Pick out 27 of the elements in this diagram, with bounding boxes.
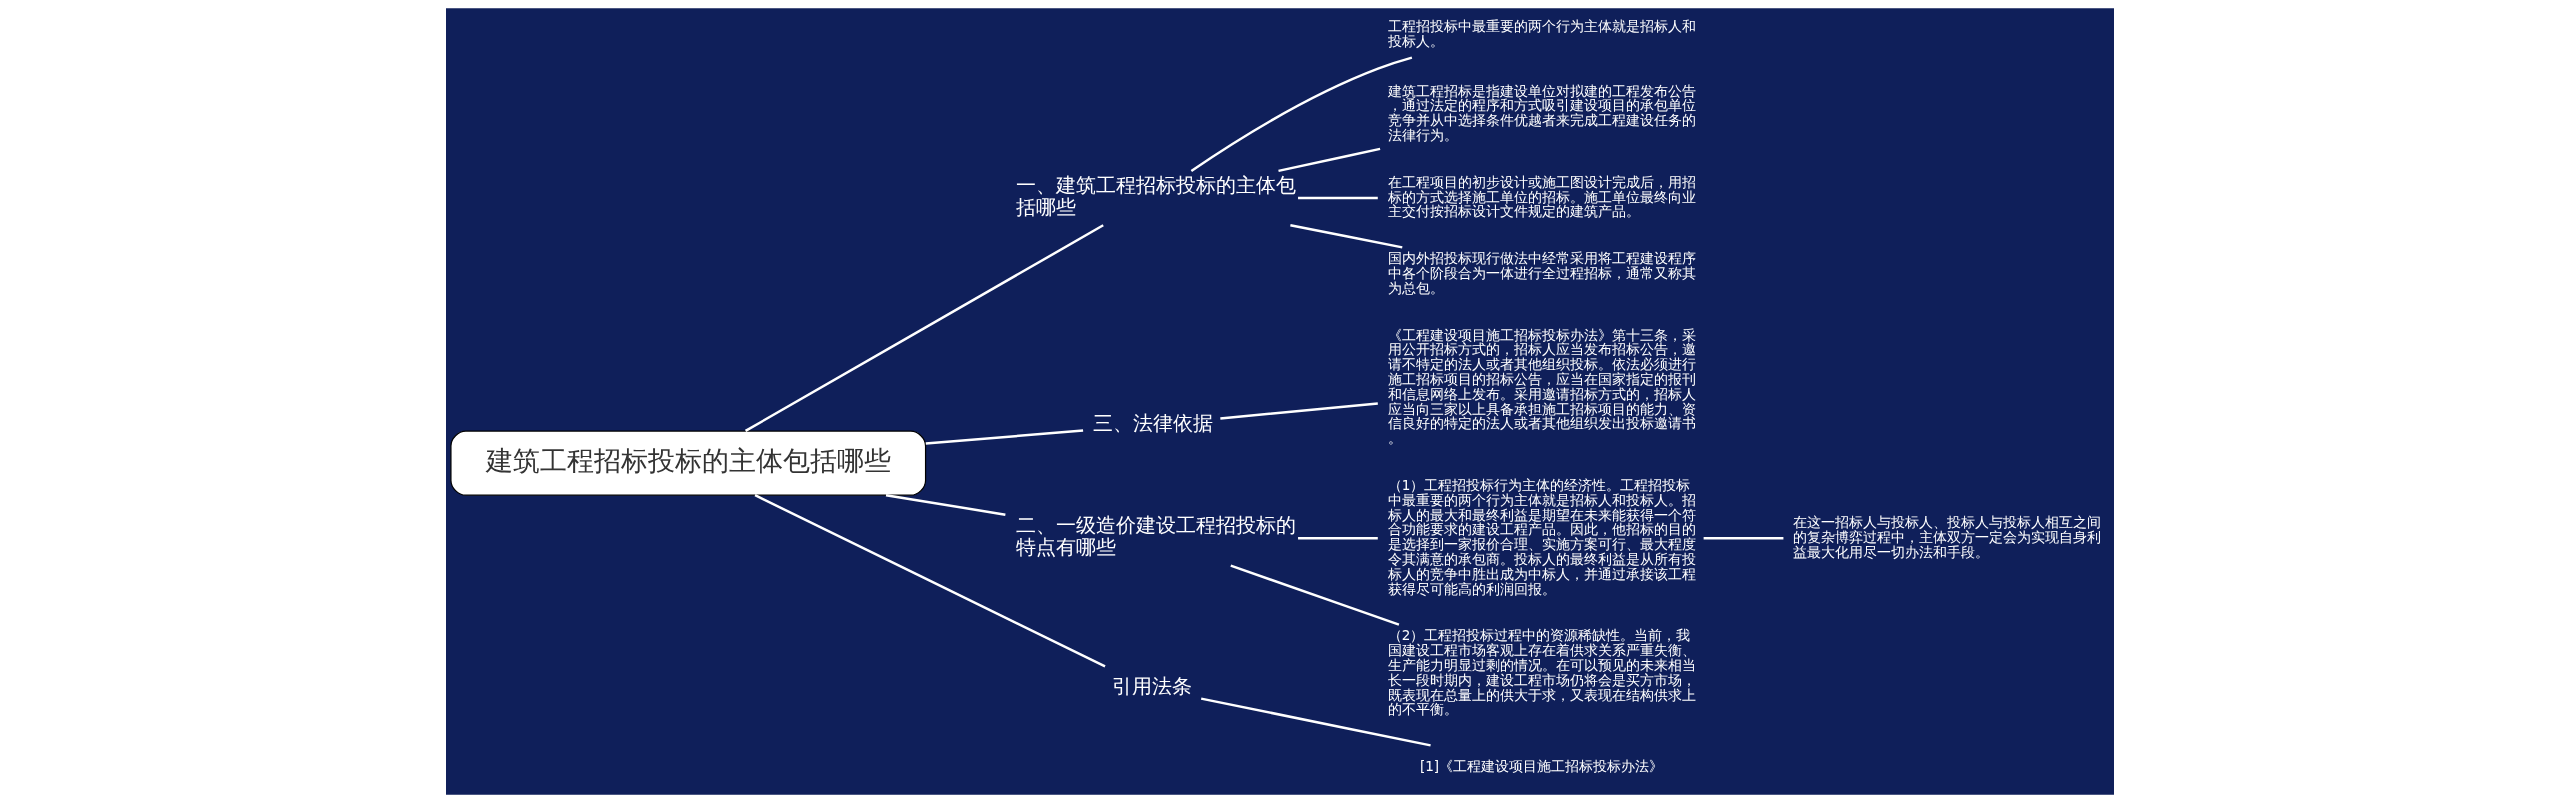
node-text: （2）工程招投标过程中的资源稀缺性。当前，我国建设工程市场客观上存在着供求关系严重失衡、生产能力明显过剩的情况。在可以预见的未来相当长一段时期内，建设工程市场仍将会是买方市场，既表现在总量上的供大于求，又表现在结构供求上的不平衡。	[1387, 627, 1696, 718]
connector	[1278, 147, 1381, 173]
node-text: 一、建筑工程招标投标的主体包括哪些	[1015, 173, 1296, 219]
node-text: 工程招投标中最重要的两个行为主体就是招标人和投标人。	[1387, 18, 1696, 50]
node-text: 建筑工程招标是指建设单位对拟建的工程发布公告，通过法定的程序和方式吸引建设项目的承包单位竞争并从中选择条件优越者来完成工程建设任务的法律行为。	[1387, 82, 1696, 143]
node-text: 二、一级造价建设工程招投标的特点有哪些	[1015, 513, 1296, 560]
connector	[1190, 56, 1413, 172]
node-text: 在工程项目的初步设计或施工图设计完成后，用招标的方式选择施工单位的招标。施工单位最终向业主交付按招标设计文件规定的建筑产品。	[1387, 173, 1696, 220]
connector	[1298, 537, 1378, 540]
connector	[885, 493, 1006, 516]
connector	[744, 224, 1104, 432]
connector	[925, 429, 1084, 445]
node-text: （1）工程招投标行为主体的经济性。工程招投标中最重要的两个行为主体就是招标人和投标人。招标人的最大和最终利益是期望在未来能获得一个符合功能要求的建设工程产品。因此，他招标的目的是选择到一家报价合理、实施方案可行、最大程度令其满意的承包商。投标人的最终利益是从所有投标人的竞争中胜出成为中标人，并通过承接该工程获得尽可能高的利润回报。	[1387, 477, 1696, 597]
node-text: 三、法律依据	[1093, 411, 1214, 435]
node-text: 《工程建设项目施工招标投标办法》第十三条，采用公开招标方式的，招标人应当发布招标公告，邀请不特定的法人或者其他组织投标。依法必须进行施工招标项目的招标公告，应当在国家指定的报刊和信息网络上发布。采用邀请招标方式的，招标人应当向三家以上具备承担施工招标项目的能力、资信良好的特定的法人或者其他组织发出投标邀请书。	[1387, 326, 1696, 447]
node-text: [1]《工程建设项目施工招标投标办法》	[1419, 758, 1664, 775]
node-box: 建筑工程招标投标的主体包括哪些	[450, 430, 927, 496]
connector	[1200, 697, 1431, 747]
connector	[754, 494, 1106, 668]
connector	[1290, 224, 1403, 249]
node-text: 国内外招投标现行做法中经常采用将工程建设程序中各个阶段合为一体进行全过程招标，通常又称其为总包。	[1387, 250, 1696, 296]
node-text: 在这一招标人与投标人、投标人与投标人相互之间的复杂博弈过程中，主体双方一定会为实现自身利益最大化用尽一切办法和手段。	[1793, 514, 2102, 560]
connector	[1703, 537, 1784, 540]
connector	[1298, 196, 1378, 200]
connector	[1220, 402, 1378, 420]
node-text: 引用法条	[1112, 675, 1193, 699]
connector	[1230, 564, 1400, 626]
